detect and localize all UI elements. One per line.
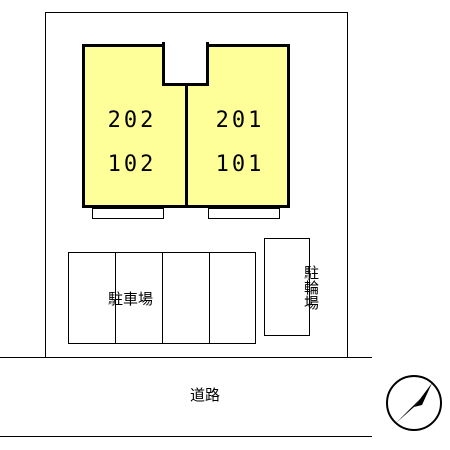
bicycle-parking (264, 238, 310, 336)
bicycle-parking-label: 駐輪場 (302, 264, 320, 310)
parking-stall-divider (162, 252, 163, 344)
road-edge-top (0, 357, 372, 358)
entrance-step-left (92, 208, 164, 219)
unit-101-label: 101 (215, 152, 265, 177)
parking-stall-divider (209, 252, 210, 344)
north-arrow-icon (386, 375, 442, 431)
unit-201-label: 201 (215, 108, 265, 133)
parking-label: 駐車場 (108, 290, 154, 308)
road-label: 道路 (190, 386, 221, 404)
building-divider (185, 84, 188, 208)
unit-102-label: 102 (107, 152, 157, 177)
road-edge-bottom (0, 436, 372, 437)
parking-stall-divider (115, 252, 116, 344)
building-notch (162, 42, 209, 86)
unit-202-label: 202 (107, 108, 157, 133)
entrance-step-right (208, 208, 280, 219)
